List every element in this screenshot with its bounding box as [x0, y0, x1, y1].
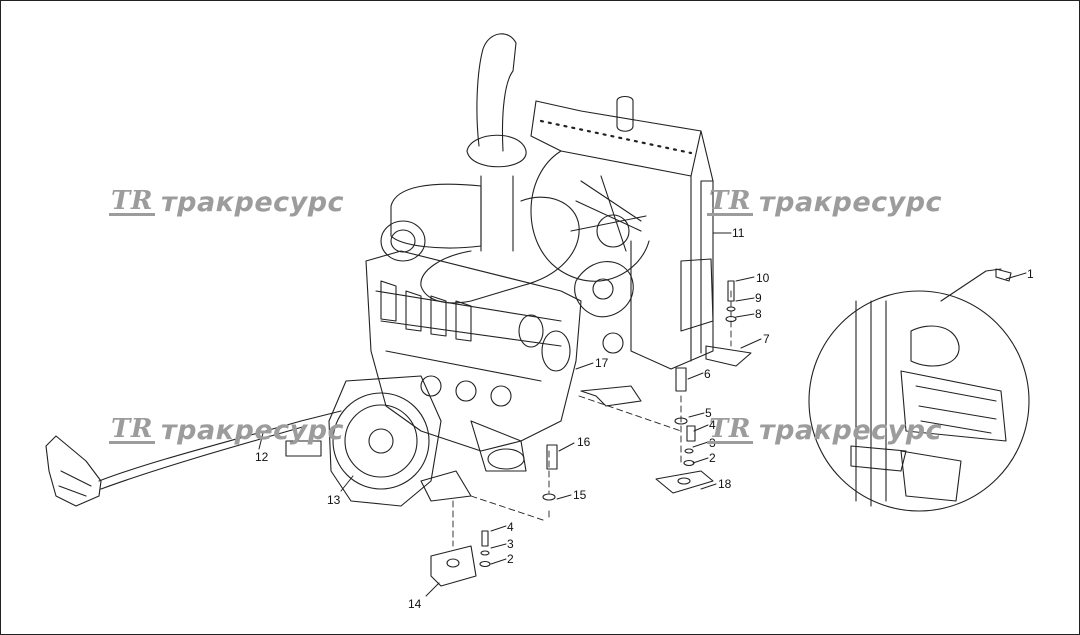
watermark-logo: TR: [707, 186, 753, 216]
callout-1: 1: [1027, 267, 1034, 281]
callout-17: 17: [595, 356, 609, 370]
callout-10: 10: [756, 271, 770, 285]
callout-2a: 2: [709, 451, 716, 465]
watermark-text: тракресурс: [758, 187, 943, 218]
flywheel-housing: [328, 375, 527, 507]
callout-11: 11: [732, 226, 745, 240]
callout-7: 7: [763, 332, 770, 346]
watermark-text: тракресурс: [160, 415, 345, 446]
callout-16: 16: [577, 435, 591, 449]
callout-5: 5: [705, 406, 712, 420]
watermark-bottom-right: TR тракресурс: [707, 415, 942, 446]
callout-8: 8: [755, 307, 762, 321]
callout-9: 9: [755, 291, 762, 305]
callout-14: 14: [408, 597, 422, 611]
callout-12: 12: [255, 450, 269, 464]
watermark-logo: TR: [109, 414, 155, 444]
watermark-top-left: TR тракресурс: [109, 187, 344, 218]
assembly-lines: [452, 290, 732, 547]
callout-3b: 3: [507, 537, 514, 551]
detail-inset: [808, 268, 1030, 512]
watermark-logo: TR: [707, 414, 753, 444]
engine-block: [365, 250, 634, 452]
callout-4b: 4: [507, 520, 514, 534]
exhaust-pipe: [466, 33, 527, 252]
callout-4a: 4: [709, 418, 716, 432]
watermark-logo: TR: [109, 186, 155, 216]
callout-18: 18: [718, 477, 732, 491]
watermark-bottom-left: TR тракресурс: [109, 415, 344, 446]
fasteners: [479, 280, 737, 568]
callout-2b: 2: [507, 552, 514, 566]
callout-15: 15: [573, 488, 587, 502]
watermark-text: тракресурс: [758, 415, 943, 446]
pedal-assembly: [45, 410, 342, 507]
mount-brackets: [285, 345, 752, 587]
air-cleaner: [380, 183, 580, 304]
watermark-text: тракресурс: [160, 187, 345, 218]
watermark-top-right: TR тракресурс: [707, 187, 942, 218]
callout-13: 13: [327, 493, 341, 507]
leader-lines: [258, 232, 1027, 597]
radiator: [530, 95, 714, 370]
callout-6: 6: [704, 367, 711, 381]
